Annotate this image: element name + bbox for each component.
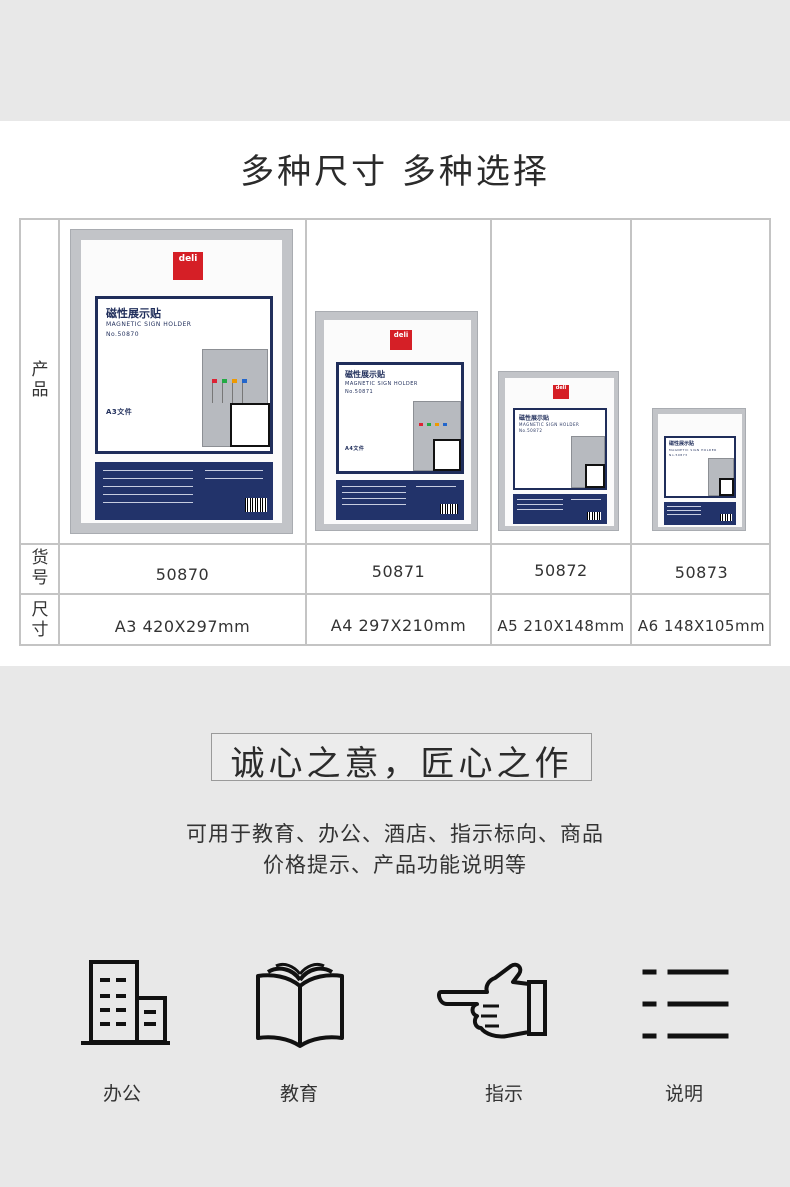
product-name: 磁性展示贴 <box>669 441 695 447</box>
product-model: No.50872 <box>519 428 543 433</box>
slogan-frame <box>211 733 592 781</box>
use-label-explanation: 说明 <box>664 1083 703 1105</box>
brand-logo: deli <box>553 385 569 399</box>
list-icon <box>642 969 729 1039</box>
product-format: A3文件 <box>106 408 133 416</box>
product-subtitle: MAGNETIC SIGN HOLDER <box>519 422 580 427</box>
product-model: No.50871 <box>345 389 374 395</box>
product-subtitle: MAGNETIC SIGN HOLDER <box>106 321 192 328</box>
top-band <box>0 0 790 121</box>
row-label-item-no: 货 号 <box>31 548 49 588</box>
item-no-cell: 50871 <box>371 562 426 581</box>
size-cell: A6 148X105mm <box>637 617 766 635</box>
item-no-cell: 50873 <box>674 563 729 582</box>
table-divider <box>630 220 632 644</box>
product-model: No.50870 <box>106 331 140 338</box>
product-image-a6: 磁性展示贴 MAGNETIC SIGN HOLDER No.50873 <box>652 408 746 531</box>
row-label-product: 产 品 <box>31 360 49 400</box>
table-divider <box>58 220 60 644</box>
product-image-a3: deli 磁性展示贴 MAGNETIC SIGN HOLDER No.50870… <box>70 229 293 534</box>
product-image-a5: deli 磁性展示贴 MAGNETIC SIGN HOLDER No.50872 <box>498 371 619 531</box>
use-label-office: 办公 <box>102 1083 141 1105</box>
size-cell: A5 210X148mm <box>497 617 625 635</box>
product-table: 产 品 货 号 尺 寸 50870 50871 50872 50873 A3 4… <box>19 218 771 646</box>
table-divider <box>21 543 769 545</box>
slogan: 诚心之意，匠心之作 <box>230 744 573 784</box>
product-model: No.50873 <box>669 453 688 457</box>
use-label-indication: 指示 <box>484 1083 523 1105</box>
pointing-hand-icon <box>437 962 547 1039</box>
product-name: 磁性展示贴 <box>106 307 161 320</box>
product-format: A4文件 <box>345 446 365 452</box>
product-subtitle: MAGNETIC SIGN HOLDER <box>345 381 418 387</box>
brand-logo: deli <box>173 252 203 280</box>
use-label-education: 教育 <box>279 1083 318 1105</box>
open-book-icon <box>256 962 344 1048</box>
table-divider <box>305 220 307 644</box>
section-title: 多种尺寸 多种选择 <box>240 152 550 192</box>
table-divider <box>21 593 769 595</box>
product-name: 磁性展示贴 <box>345 370 385 379</box>
usage-description-line2: 价格提示、产品功能说明等 <box>263 853 527 877</box>
usage-description-line1: 可用于教育、办公、酒店、指示标向、商品 <box>186 822 604 846</box>
product-subtitle: MAGNETIC SIGN HOLDER <box>669 448 717 452</box>
size-cell: A3 420X297mm <box>114 617 251 636</box>
office-building-icon <box>81 960 170 1045</box>
row-label-size: 尺 寸 <box>31 600 49 640</box>
table-divider <box>490 220 492 644</box>
size-cell: A4 297X210mm <box>330 616 467 635</box>
product-image-a4: deli 磁性展示贴 MAGNETIC SIGN HOLDER No.50871… <box>315 311 478 531</box>
brand-logo: deli <box>390 330 412 350</box>
item-no-cell: 50870 <box>155 565 210 584</box>
item-no-cell: 50872 <box>534 561 588 580</box>
product-name: 磁性展示贴 <box>519 415 550 422</box>
